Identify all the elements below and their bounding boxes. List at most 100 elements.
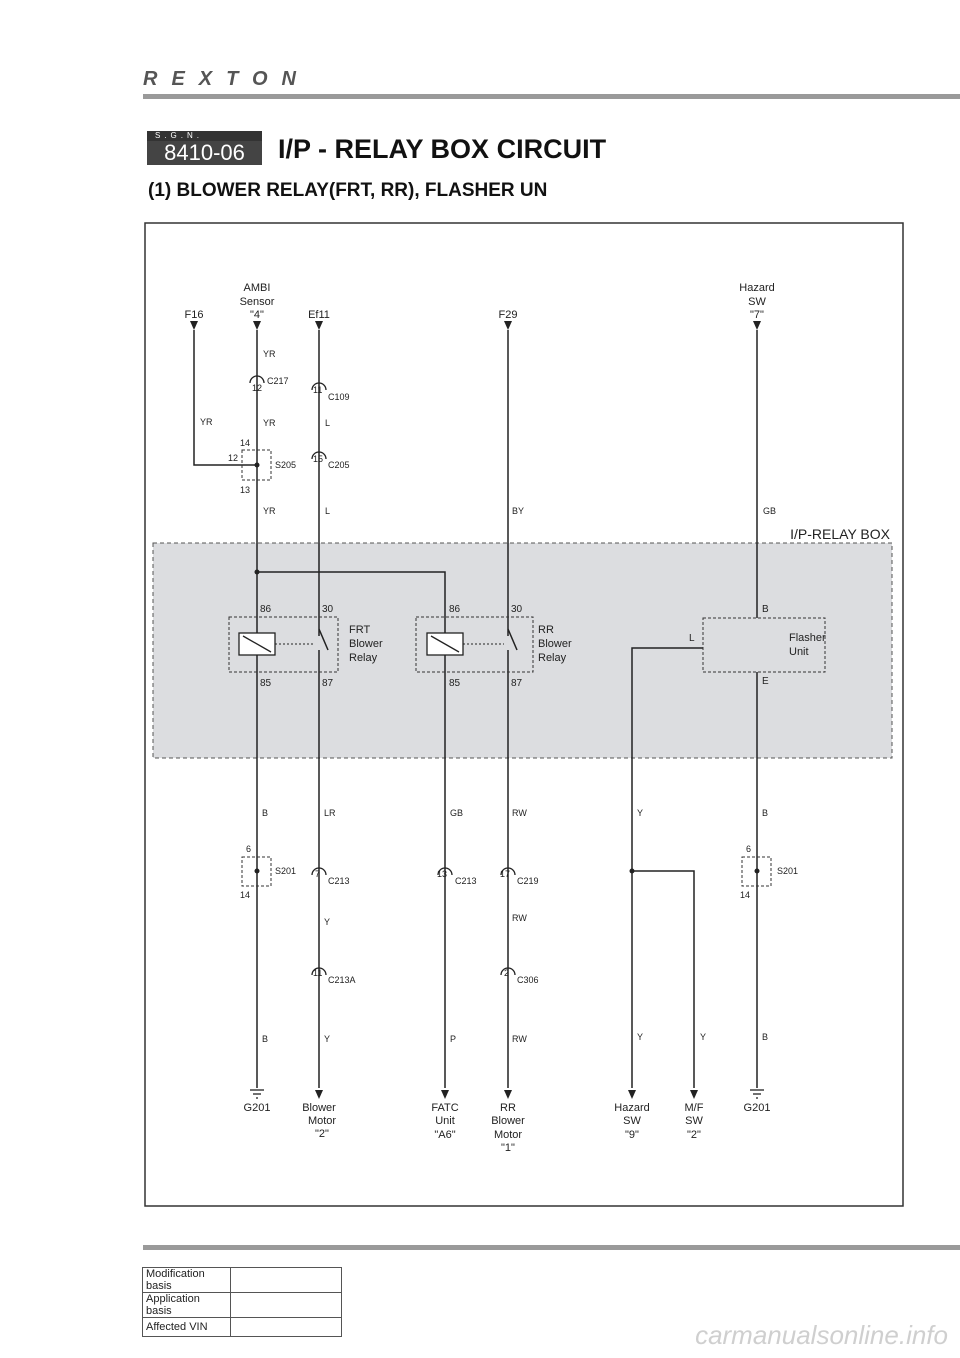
wire-label: RW <box>512 913 527 923</box>
wire-label: LR <box>324 808 336 818</box>
rr-relay-label-3: Relay <box>538 652 567 664</box>
load-hazard-3: "9" <box>625 1129 639 1141</box>
source-ambi-3: "4" <box>250 309 264 321</box>
splice-pin: 14 <box>240 890 250 900</box>
source-hazard-2: SW <box>748 296 766 308</box>
splice-boxes <box>241 449 772 887</box>
rr-blower-relay <box>415 616 534 673</box>
connector-arcs <box>249 375 516 976</box>
load-blower-motor-1: Blower <box>302 1102 336 1114</box>
load-rr-motor-2: Blower <box>491 1115 525 1127</box>
source-hazard-3: "7" <box>750 309 764 321</box>
wire-label: B <box>262 1034 268 1044</box>
splice-pin: 6 <box>746 844 751 854</box>
splice-pin: 12 <box>228 453 238 463</box>
connector-pin: 12 <box>252 383 262 393</box>
flasher-label-1: Flasher <box>789 632 826 644</box>
connector-pin: 11 <box>313 968 322 978</box>
relay-pin: 30 <box>322 604 334 615</box>
ground-g201: G201 <box>244 1102 271 1114</box>
wire-label: YR <box>263 349 276 359</box>
frt-relay-label-2: Blower <box>349 638 383 650</box>
load-blower-motor-3: "2" <box>315 1128 329 1140</box>
load-rr-motor-1: RR <box>500 1102 516 1114</box>
wire-label: Y <box>324 1034 330 1044</box>
load-mf-sw-3: "2" <box>687 1129 701 1141</box>
flasher-pin-e: E <box>762 676 769 687</box>
connector-c205: C205 <box>328 460 350 470</box>
row-value <box>230 1292 342 1318</box>
splice-pin: 13 <box>240 485 250 495</box>
relay-pin: 87 <box>322 678 334 689</box>
connector-pin: 15 <box>313 454 323 464</box>
wire-label: RW <box>512 808 527 818</box>
section-subtitle: (1) BLOWER RELAY(FRT, RR), FLASHER UN <box>148 180 548 201</box>
flasher-pin-b: B <box>762 604 769 615</box>
load-hazard-2: SW <box>623 1115 641 1127</box>
header-rule <box>143 94 960 99</box>
wire-label: GB <box>450 808 463 818</box>
connector-c217: C217 <box>267 376 289 386</box>
flasher-label-2: Unit <box>789 646 809 658</box>
wire-label: P <box>450 1034 456 1044</box>
frt-relay-label-1: FRT <box>349 624 370 636</box>
modification-table: Modification basis Application basis Aff… <box>142 1267 342 1337</box>
connector-c213a: C213A <box>328 975 356 985</box>
page-title: I/P - RELAY BOX CIRCUIT <box>278 134 607 164</box>
wire-label: Y <box>637 808 643 818</box>
splice-s201: S201 <box>777 866 798 876</box>
wire-label: B <box>762 1032 768 1042</box>
load-rr-motor-4: "1" <box>501 1142 515 1154</box>
row-label: Affected VIN <box>142 1317 231 1337</box>
rr-relay-label-1: RR <box>538 624 554 636</box>
load-blower-motor-2: Motor <box>308 1115 336 1127</box>
wire-label: YR <box>263 506 276 516</box>
splice-s201: S201 <box>275 866 296 876</box>
load-mf-sw-1: M/F <box>685 1102 704 1114</box>
table-row: Modification basis <box>142 1267 342 1293</box>
source-f16: F16 <box>185 309 204 321</box>
connector-c306: C306 <box>517 975 539 985</box>
wire-label: Y <box>324 917 330 927</box>
brand-logo: REXTON <box>143 68 310 90</box>
ground-g201: G201 <box>744 1102 771 1114</box>
source-ambi-1: AMBI <box>244 282 271 294</box>
table-row: Affected VIN <box>142 1317 342 1337</box>
wire-label: Y <box>700 1032 706 1042</box>
wires <box>193 330 758 1088</box>
footer-rule <box>143 1245 960 1250</box>
wire-label: L <box>325 506 330 516</box>
source-ambi-2: Sensor <box>240 296 275 308</box>
ground-symbols <box>250 1089 764 1099</box>
section-code-badge: 8410-06 <box>147 141 262 165</box>
connector-c219: C219 <box>517 876 539 886</box>
row-value <box>230 1317 342 1337</box>
load-fatc-2: Unit <box>435 1115 455 1127</box>
relay-pin: 87 <box>511 678 523 689</box>
wire-label: YR <box>263 418 276 428</box>
splice-pin: 14 <box>240 438 250 448</box>
table-row: Application basis <box>142 1292 342 1318</box>
wire-label: Y <box>637 1032 643 1042</box>
relay-box-area <box>152 542 893 759</box>
source-hazard-1: Hazard <box>739 282 774 294</box>
load-fatc-3: "A6" <box>434 1129 455 1141</box>
load-fatc-1: FATC <box>431 1102 458 1114</box>
relay-pin: 85 <box>449 678 461 689</box>
source-f29: F29 <box>499 309 518 321</box>
connector-pin: 2 <box>504 968 509 978</box>
connector-pin: 7 <box>315 869 320 879</box>
relay-pin: 86 <box>449 604 461 615</box>
circuit-diagram: I/P-RELAY BOX <box>144 222 904 1207</box>
connector-pin: 13 <box>437 869 447 879</box>
flasher-unit <box>702 617 826 673</box>
wire-label: YR <box>200 417 213 427</box>
rr-relay-label-2: Blower <box>538 638 572 650</box>
connector-pin: 11 <box>313 385 322 395</box>
relay-pin: 30 <box>511 604 523 615</box>
row-label: Application basis <box>142 1292 231 1318</box>
frt-relay-label-3: Relay <box>349 652 378 664</box>
wire-label: L <box>325 418 330 428</box>
source-arrows <box>190 321 761 1099</box>
junction-dots <box>254 462 760 874</box>
